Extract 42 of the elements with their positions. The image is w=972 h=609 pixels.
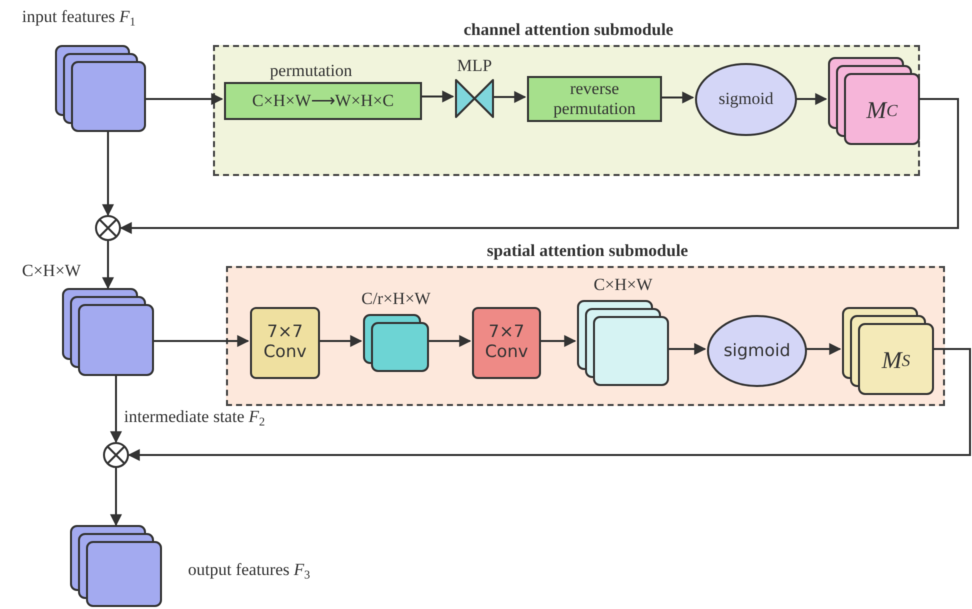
node-caption: output features F$_{3}$ <box>188 561 310 580</box>
arrow <box>318 335 362 347</box>
arrow <box>102 241 114 290</box>
process-box <box>472 307 541 379</box>
arrow <box>805 343 842 355</box>
arrow <box>660 92 694 104</box>
sigmoid-ellipse <box>707 315 807 387</box>
node-label: C×H×W <box>592 276 654 295</box>
arrow <box>110 376 122 444</box>
arrow <box>128 348 971 461</box>
process-box <box>527 76 662 122</box>
node-label: input features F$_{1}$ <box>22 8 136 27</box>
node-label: 7×7 Conv <box>484 321 530 364</box>
text-label: intermediate state F$_{2}$ <box>124 408 265 427</box>
arrow <box>420 90 454 102</box>
group-title: spatial attention submodule <box>486 242 690 261</box>
node-label: C×H×W <box>22 262 81 281</box>
node-label: permutation <box>268 62 354 81</box>
node-label: 7×7 Conv <box>262 321 308 364</box>
group-title: channel attention submodule <box>462 21 674 40</box>
arrow <box>795 93 828 105</box>
feature-map-stack <box>828 57 920 145</box>
sigmoid-ellipse <box>695 63 797 136</box>
node-label: sigmoid <box>718 88 774 110</box>
multiply-symbol <box>103 442 129 468</box>
node-label: sigmoid <box>722 340 792 363</box>
arrow <box>492 91 526 103</box>
arrow <box>120 98 959 234</box>
arrow <box>667 343 706 355</box>
arrow <box>539 335 576 347</box>
node-label: MLP <box>456 57 493 76</box>
arrow <box>102 132 114 216</box>
arrow <box>427 335 472 347</box>
feature-map-stack <box>842 307 934 395</box>
node-label: C×H×W⟶W×H×C <box>251 90 395 112</box>
arrow <box>146 93 224 105</box>
multiply-symbol <box>95 215 121 241</box>
arrow <box>110 468 122 526</box>
node-label: reverse permutation <box>552 78 637 120</box>
arrow <box>154 335 250 347</box>
process-box <box>250 307 320 379</box>
node-label: C/r×H×W <box>360 290 432 309</box>
